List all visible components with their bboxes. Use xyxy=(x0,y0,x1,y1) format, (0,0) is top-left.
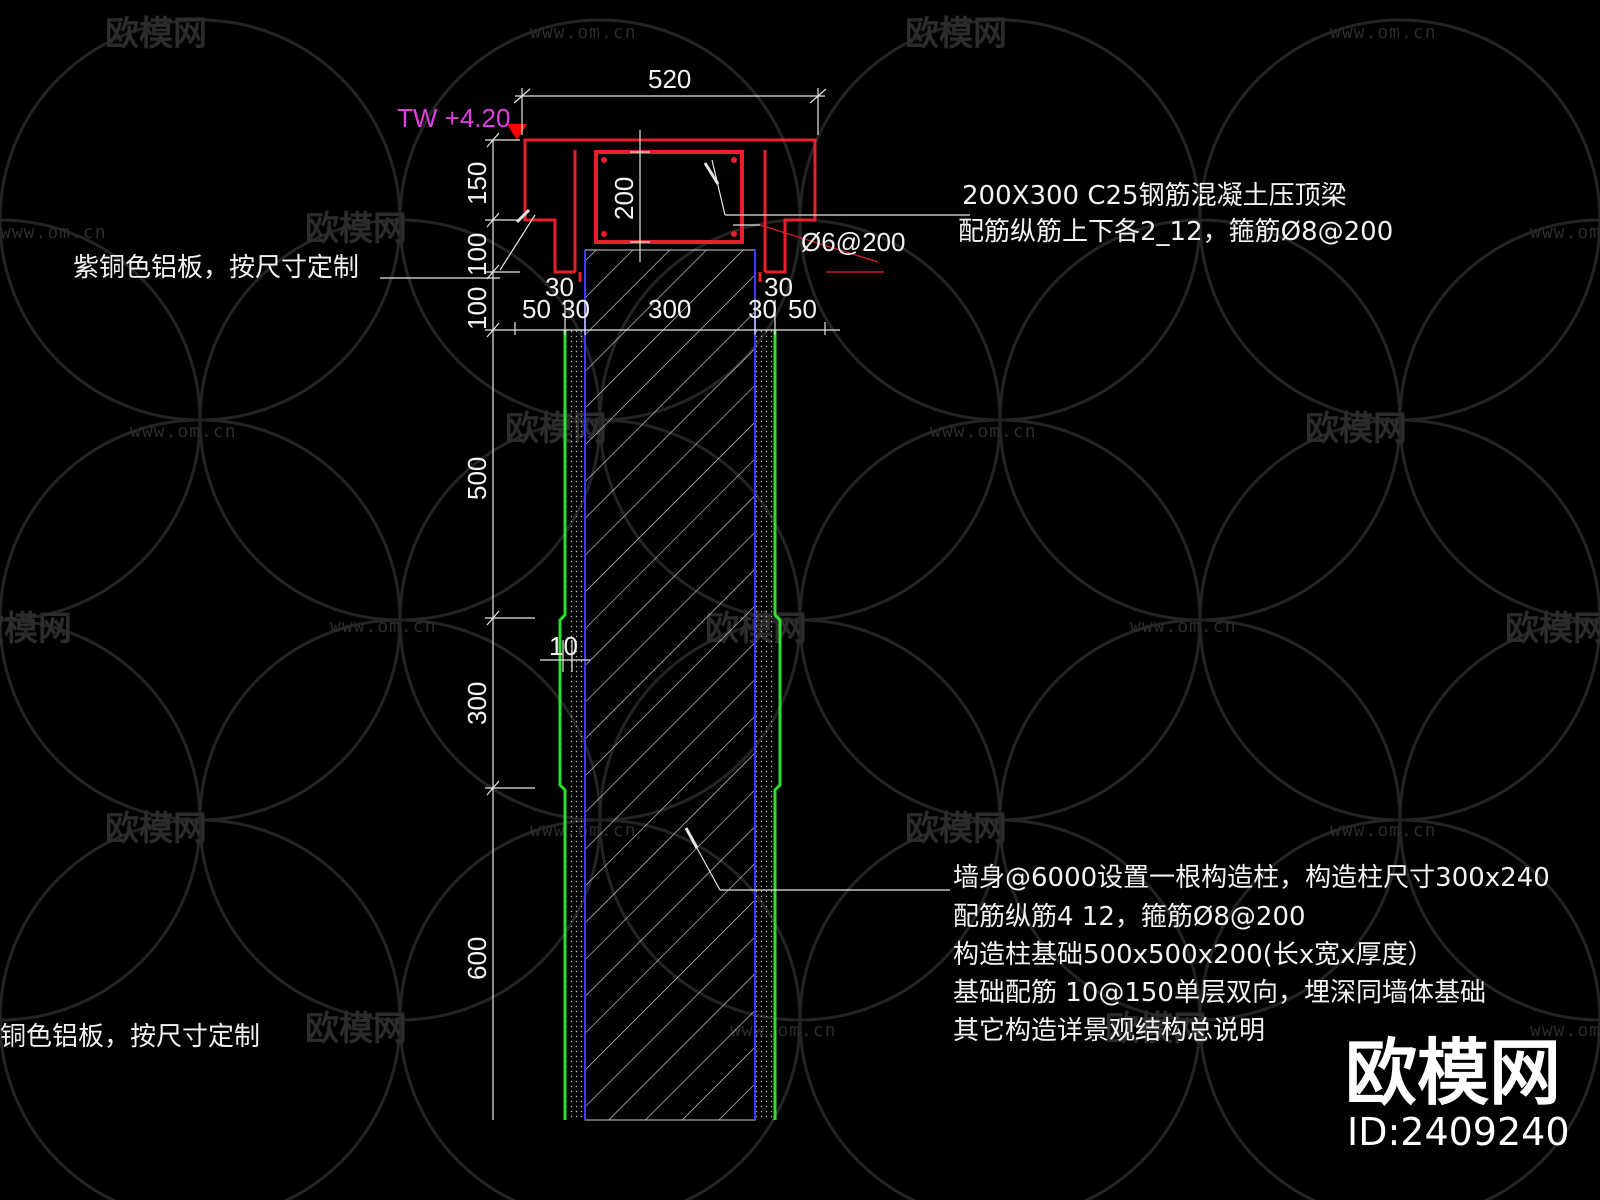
dim-ledge: 10 xyxy=(549,631,578,661)
wall-core xyxy=(584,249,756,1121)
note-column-line2: 配筋纵筋4 12，箍筋Ø8@200 xyxy=(953,902,1306,932)
watermark-logo: 欧模网 xyxy=(0,609,72,649)
watermark-url: www.om.cn xyxy=(530,22,637,43)
dim-bottom-300: 300 xyxy=(648,294,691,324)
watermark-logo: 欧模网 xyxy=(1105,1009,1207,1049)
plaster-layers xyxy=(567,330,773,1120)
dimension-lines xyxy=(380,88,970,1120)
watermark-logo: 欧模网 xyxy=(305,1009,407,1049)
watermark-url: www.om.cn xyxy=(130,421,237,442)
annotation-notes: 200X300 C25钢筋混凝土压顶梁 配筋纵筋上下各2_12，箍筋Ø8@200… xyxy=(0,181,1550,1052)
dimension-texts: 520 200 150 100 100 500 300 600 50 30 30… xyxy=(462,64,817,980)
dim-small-30-left: 30 xyxy=(545,272,574,302)
watermark-url: www.om.cn xyxy=(330,616,437,637)
dim-v-500: 500 xyxy=(462,457,492,500)
dim-beam-height: 200 xyxy=(609,177,639,220)
note-column-line1: 墙身@6000设置一根构造柱，构造柱尺寸300x240 xyxy=(953,863,1550,893)
elevation-marker: TW +4.20 xyxy=(397,103,527,140)
note-beam-line1: 200X300 C25钢筋混凝土压顶梁 xyxy=(962,181,1347,211)
dim-v-600: 600 xyxy=(462,937,492,980)
note-beam-line2: 配筋纵筋上下各2_12，箍筋Ø8@200 xyxy=(958,217,1393,247)
elevation-label: TW +4.20 xyxy=(397,103,510,133)
note-column-line4: 基础配筋 10@150单层双向，埋深同墙体基础 xyxy=(953,978,1486,1008)
watermark-logo: 欧模网 xyxy=(905,14,1007,54)
dim-top-width: 520 xyxy=(648,64,691,94)
dim-small-30-right: 30 xyxy=(764,272,793,302)
finish-outline xyxy=(558,330,782,1120)
watermark-texts: 欧模网 欧模网 www.om.cn www.om.cn 欧模网 www.om.c… xyxy=(0,14,1600,1049)
watermark-url: www.om.cn xyxy=(1530,1020,1600,1041)
rebar-lines xyxy=(584,250,756,1120)
note-stirrup: Ø6@200 xyxy=(801,227,905,257)
dim-v-100b: 100 xyxy=(462,287,492,330)
dim-v-100a: 100 xyxy=(462,233,492,276)
watermark-logo: 欧模网 xyxy=(905,809,1007,849)
watermark-logo: 欧模网 xyxy=(305,209,407,249)
note-panel-left: 紫铜色铝板，按尺寸定制 xyxy=(73,253,359,283)
note-panel-left-cropped: 铜色铝板，按尺寸定制 xyxy=(0,1022,260,1052)
corner-id: ID:2409240 xyxy=(1347,1110,1570,1154)
corner-logo: 欧模网 xyxy=(1345,1031,1561,1115)
watermark-url: www.om.cn xyxy=(1330,22,1437,43)
watermark-url: www.om.cn xyxy=(1330,820,1437,841)
watermark-url: www.om.cn xyxy=(1130,616,1237,637)
watermark-logo: 欧模网 xyxy=(1505,609,1600,649)
coping-beam xyxy=(523,138,817,282)
dim-v-150: 150 xyxy=(462,162,492,205)
dim-bottom-30-left: 30 xyxy=(561,294,590,324)
watermark-logo: 欧模网 xyxy=(105,14,207,54)
dim-bottom-50-left: 50 xyxy=(522,294,551,324)
watermark-logo: 欧模网 xyxy=(105,809,207,849)
dim-bottom-50-right: 50 xyxy=(788,294,817,324)
rebar-dots xyxy=(601,157,737,237)
note-column-line5: 其它构造详景观结构总说明 xyxy=(953,1016,1265,1046)
note-column-line3: 构造柱基础500x500x200(长x宽x厚度） xyxy=(953,940,1434,970)
dim-v-300: 300 xyxy=(462,682,492,725)
dim-bottom-30-right: 30 xyxy=(748,294,777,324)
watermark-url: www.om.cn xyxy=(930,421,1037,442)
watermark-logo: 欧模网 xyxy=(1305,409,1407,449)
watermark-url: www.om.cn xyxy=(0,222,107,243)
watermark-url: www.om.cn xyxy=(1530,222,1600,243)
corner-watermark: 欧模网 ID:2409240 xyxy=(1345,1031,1570,1154)
